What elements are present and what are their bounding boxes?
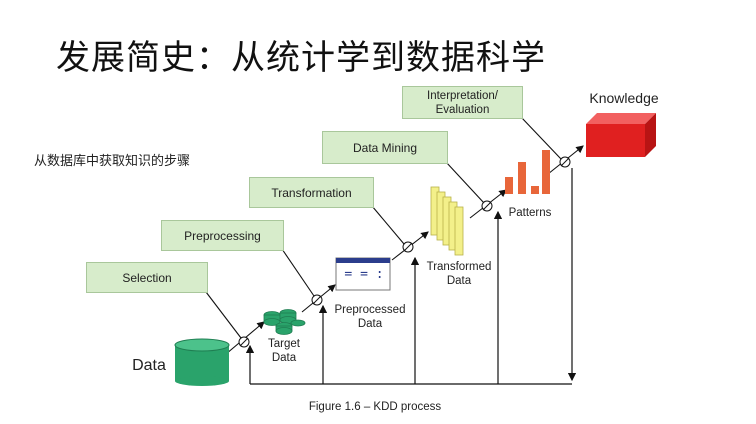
knowledge-box-icon bbox=[586, 113, 656, 157]
slide-title: 发展简史：从统计学到数据科学 bbox=[56, 38, 546, 78]
flow-transformation bbox=[371, 205, 405, 245]
step-interpretation: Interpretation/ Evaluation bbox=[402, 86, 523, 119]
junction-2 bbox=[301, 284, 336, 313]
slide-subtitle: 从数据库中获取知识的步骤 bbox=[34, 154, 191, 169]
junction-1 bbox=[225, 321, 265, 355]
label-data: Data bbox=[132, 357, 166, 374]
transformed-data-icon bbox=[430, 186, 464, 256]
step-data-mining: Data Mining bbox=[322, 131, 448, 164]
junction-4 bbox=[469, 189, 507, 219]
figure-caption: Figure 1.6 – KDD process bbox=[308, 401, 442, 413]
label-patterns: Patterns bbox=[508, 207, 552, 219]
junction-5 bbox=[547, 145, 584, 175]
step-transformation: Transformation bbox=[249, 177, 374, 208]
step-preprocessing: Preprocessing bbox=[161, 220, 284, 251]
label-preprocessed-data: Preprocessed Data bbox=[334, 304, 406, 330]
label-transformed-data: Transformed Data bbox=[426, 261, 492, 287]
flow-datamining bbox=[445, 161, 485, 204]
flow-selection bbox=[205, 291, 242, 339]
label-knowledge: Knowledge bbox=[589, 90, 659, 106]
label-target-data: Target Data bbox=[268, 338, 300, 364]
label-preprocessed-symbol: = = : bbox=[344, 267, 384, 282]
step-selection: Selection bbox=[86, 262, 208, 293]
flow-interpretation bbox=[520, 116, 562, 160]
patterns-chart-icon bbox=[505, 150, 550, 194]
flow-preprocessing bbox=[281, 248, 315, 297]
data-cylinder-icon bbox=[174, 338, 230, 386]
target-data-icon bbox=[263, 309, 306, 335]
junction-3 bbox=[391, 231, 429, 261]
preprocessed-window-icon bbox=[335, 257, 391, 291]
